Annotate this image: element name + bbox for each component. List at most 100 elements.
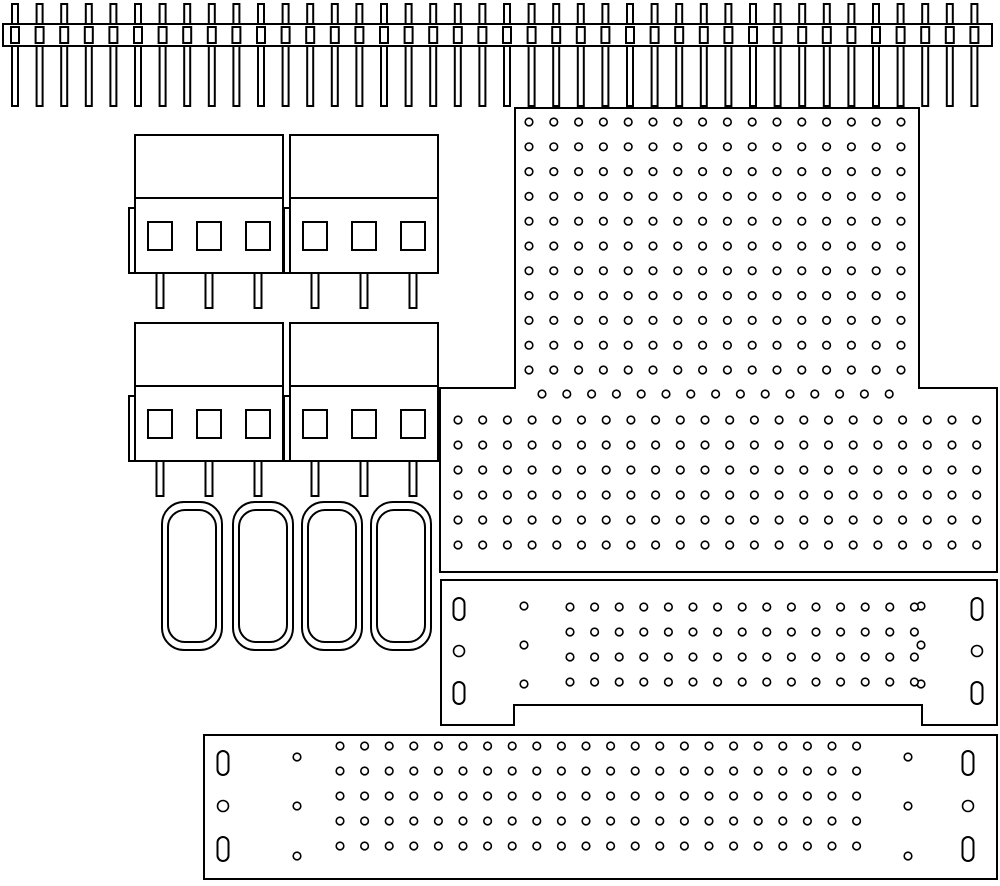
board-hole — [947, 515, 957, 525]
board-hole — [453, 465, 463, 475]
board-hole — [458, 766, 468, 776]
board-hole — [737, 627, 747, 637]
header-pin-bottom — [822, 45, 831, 107]
board-hole — [598, 167, 609, 177]
board-large-outline — [439, 107, 998, 573]
board-hole — [747, 117, 757, 127]
board-hole — [655, 766, 665, 776]
board-hole — [673, 167, 683, 177]
header-pin-shoulder — [944, 26, 955, 44]
header-pin-shoulder — [354, 26, 365, 44]
header-pin-top — [872, 3, 880, 25]
crystal-inner — [307, 509, 357, 643]
board-hole — [524, 191, 534, 201]
board-hole — [778, 791, 788, 801]
board-hole — [778, 741, 788, 751]
board-hole — [704, 741, 714, 751]
board-hole — [650, 415, 661, 425]
board-hole — [753, 741, 763, 751]
board-hole — [873, 415, 883, 425]
header-pin-shoulder — [821, 26, 832, 44]
board-hole — [799, 490, 809, 500]
board-hole — [524, 291, 534, 301]
board-hole — [774, 540, 784, 550]
board-hole — [909, 627, 920, 637]
terminal-screw-opening — [351, 409, 377, 439]
header-pin-top — [60, 3, 69, 25]
header-pin-top — [724, 3, 733, 25]
board-hole — [335, 766, 345, 776]
header-pin-top — [675, 3, 684, 25]
board-hole — [524, 167, 534, 177]
board-hole — [909, 602, 920, 612]
board-hole — [626, 490, 636, 500]
header-pin-bottom — [183, 45, 192, 107]
board-hole — [749, 415, 760, 425]
header-pin-bottom — [281, 45, 290, 107]
board-hole — [749, 540, 760, 550]
board-hole — [630, 816, 640, 826]
board-hole — [673, 241, 683, 251]
board-hole — [552, 515, 562, 525]
board-hole — [565, 627, 575, 637]
board-hole — [722, 216, 733, 226]
board-hole — [573, 315, 584, 326]
board-hole — [774, 515, 784, 525]
board-hole — [778, 841, 788, 851]
board-hole — [623, 291, 633, 301]
board-hole — [409, 791, 419, 801]
board-hole — [922, 540, 932, 550]
board-hole — [772, 241, 782, 251]
terminal-screw-opening — [302, 409, 328, 439]
board-hole — [614, 677, 624, 687]
board-hole — [502, 490, 513, 500]
board-hole — [821, 291, 832, 301]
board-hole — [704, 766, 714, 776]
board-hole — [524, 216, 534, 226]
board-hole — [821, 216, 832, 226]
board-hole — [884, 389, 894, 399]
board-hole — [835, 627, 846, 637]
board-hole — [747, 291, 757, 301]
board-hole — [384, 816, 394, 826]
board-hole — [335, 816, 345, 826]
header-pin-bottom — [970, 45, 979, 107]
board-hole — [897, 440, 908, 450]
header-pin-shoulder — [502, 26, 512, 44]
board-hole — [673, 266, 683, 276]
header-pin-shoulder — [329, 26, 340, 44]
board-hole — [712, 652, 723, 662]
board-hole — [848, 490, 858, 500]
board-hole — [700, 515, 710, 525]
board-hole — [527, 540, 537, 550]
header-pin-bottom — [749, 45, 757, 107]
board-hole — [675, 465, 685, 475]
board-hole — [655, 741, 665, 751]
header-pin-shoulder — [59, 26, 70, 44]
board-hole — [762, 677, 772, 687]
header-pin-shoulder — [551, 26, 562, 44]
board-hole — [797, 241, 807, 251]
header-pin-shoulder — [280, 26, 291, 44]
board-hole — [292, 752, 302, 762]
board-hole — [922, 465, 932, 475]
board-hole — [871, 291, 881, 301]
board-hole — [360, 741, 370, 751]
board-hole — [772, 266, 782, 276]
board-hole — [697, 340, 708, 350]
board-hole — [626, 415, 636, 425]
board-hole — [630, 766, 640, 776]
board-hole — [897, 540, 908, 550]
header-pin-bottom — [896, 45, 905, 107]
board-hole — [661, 389, 671, 399]
mount-slot — [970, 681, 984, 705]
board-hole — [601, 415, 611, 425]
board-hole — [409, 841, 419, 851]
header-pin-top — [257, 3, 265, 25]
board-hole — [335, 741, 345, 751]
board-hole — [797, 340, 807, 350]
board-hole — [688, 677, 698, 687]
board-hole — [802, 741, 813, 751]
board-hole — [655, 841, 665, 851]
